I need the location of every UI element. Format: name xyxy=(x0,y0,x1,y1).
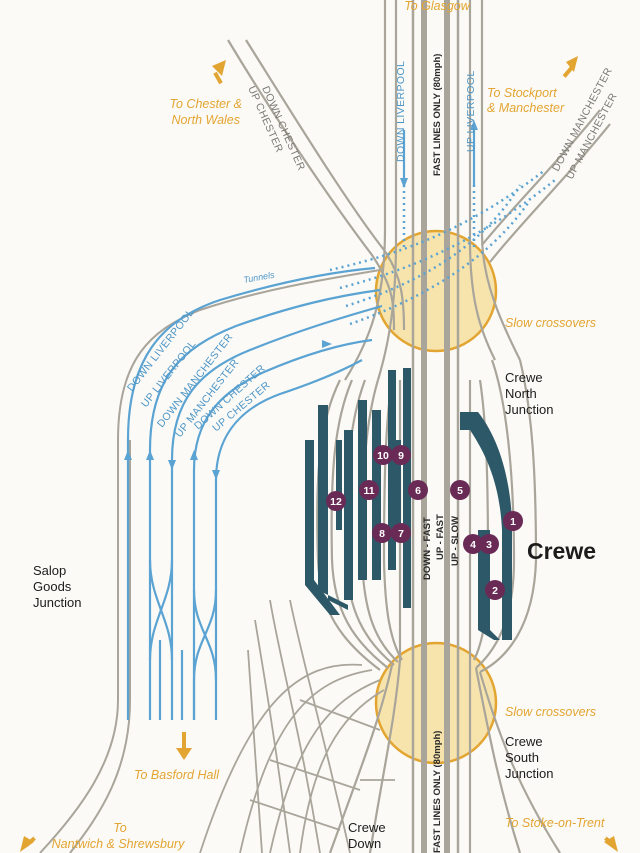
label-up-slow: UP - SLOW xyxy=(450,516,461,566)
junction-labels: Slow crossovers Slow crossovers Crewe No… xyxy=(33,316,596,851)
svg-text:12: 12 xyxy=(330,496,342,508)
platform-badge-8: 8 xyxy=(372,523,392,543)
crewe-north-junction-line3: Junction xyxy=(505,402,553,417)
svg-text:9: 9 xyxy=(398,450,404,462)
crewe-down-line2: Down xyxy=(348,836,381,851)
slow-lines xyxy=(227,0,611,853)
svg-text:6: 6 xyxy=(415,485,421,497)
crewe-down-line1: Crewe xyxy=(348,820,386,835)
blue-arrow-up-icon xyxy=(146,450,154,460)
destination-labels: To Glasgow To Chester & North Wales To S… xyxy=(52,0,605,851)
blue-arrow-down-icon xyxy=(168,460,176,470)
svg-text:4: 4 xyxy=(470,539,476,551)
label-fast-lines-top: FAST LINES ONLY (80mph) xyxy=(432,54,443,176)
platform-badge-7: 7 xyxy=(391,523,411,543)
dest-stockport-line2: & Manchester xyxy=(487,101,565,115)
dest-chester-line2: North Wales xyxy=(171,113,240,127)
dest-chester-line1: To Chester & xyxy=(170,97,243,111)
crewe-south-junction-line3: Junction xyxy=(505,766,553,781)
crewe-south-junction-line2: South xyxy=(505,750,539,765)
svg-text:5: 5 xyxy=(457,485,463,497)
platform-badge-5: 5 xyxy=(450,480,470,500)
svg-text:1: 1 xyxy=(510,516,516,528)
crewe-north-junction-line1: Crewe xyxy=(505,370,543,385)
label-down-fast: DOWN - FAST xyxy=(422,517,433,580)
label-fast-lines-bottom: FAST LINES ONLY (80mph) xyxy=(432,731,443,853)
dest-stoke-on-trent: To Stoke-on-Trent xyxy=(505,816,605,830)
platform-badge-11: 11 xyxy=(359,480,379,500)
dest-basford-hall: To Basford Hall xyxy=(134,768,220,782)
platform-badge-12: 12 xyxy=(326,491,346,511)
label-down-liverpool-top: DOWN LIVERPOOL xyxy=(395,61,407,162)
slow-crossovers-south-circle xyxy=(374,641,498,765)
blue-arrow-down-icon xyxy=(212,470,220,480)
salop-goods-junction-line2: Goods xyxy=(33,579,72,594)
platform-badge-9: 9 xyxy=(391,445,411,465)
slow-crossovers-north-label: Slow crossovers xyxy=(505,316,596,330)
svg-text:3: 3 xyxy=(486,539,492,551)
blue-arrow-down-icon xyxy=(400,178,408,188)
direction-arrows xyxy=(20,56,618,852)
platform-badge-2: 2 xyxy=(485,580,505,600)
label-up-liverpool-top: UP LIVERPOOL xyxy=(465,70,477,152)
platform-badge-10: 10 xyxy=(373,445,393,465)
svg-text:11: 11 xyxy=(363,485,374,497)
platform-badge-4: 4 xyxy=(463,534,483,554)
arrow-down-icon xyxy=(176,748,192,760)
platform-badge-3: 3 xyxy=(479,534,499,554)
slow-crossovers-south-label: Slow crossovers xyxy=(505,705,596,719)
svg-text:7: 7 xyxy=(398,528,404,540)
yard-tracks xyxy=(199,599,395,853)
label-up-fast: UP - FAST xyxy=(435,514,446,560)
fast-lines xyxy=(411,0,460,853)
dest-glasgow: To Glasgow xyxy=(404,0,471,13)
arrow-up-left-icon xyxy=(212,60,226,76)
track-labels: UP CHESTER DOWN CHESTER DOWN LIVERPOOL F… xyxy=(245,54,619,853)
blue-lines xyxy=(126,130,476,720)
platform-badge-1: 1 xyxy=(503,511,523,531)
label-tunnels: Tunnels xyxy=(243,270,276,285)
svg-text:8: 8 xyxy=(379,528,385,540)
arrow-up-right-icon xyxy=(566,56,578,72)
salop-goods-junction-line1: Salop xyxy=(33,563,66,578)
track-arrows xyxy=(124,120,478,480)
salop-grey-lines xyxy=(39,269,381,853)
blue-arrow-up-icon xyxy=(190,450,198,460)
platform-badge-6: 6 xyxy=(408,480,428,500)
platform-badges: 1 2 3 4 5 6 7 8 xyxy=(326,445,523,600)
blue-arrow-up-icon xyxy=(124,450,132,460)
crewe-north-junction-line2: North xyxy=(505,386,537,401)
dest-nantwich-line1: To xyxy=(113,821,126,835)
dest-nantwich-line2: Nantwich & Shrewsbury xyxy=(52,837,185,851)
salop-goods-junction-line3: Junction xyxy=(33,595,81,610)
crewe-south-junction-line1: Crewe xyxy=(505,734,543,749)
svg-text:2: 2 xyxy=(492,585,498,597)
dest-stockport-line1: To Stockport xyxy=(487,86,557,100)
blue-arrow-up-icon xyxy=(470,120,478,130)
svg-text:10: 10 xyxy=(377,450,389,462)
station-name: Crewe xyxy=(527,538,596,564)
blue-arrow-right-icon xyxy=(322,340,332,348)
blue-dotted-tunnels xyxy=(329,169,556,326)
